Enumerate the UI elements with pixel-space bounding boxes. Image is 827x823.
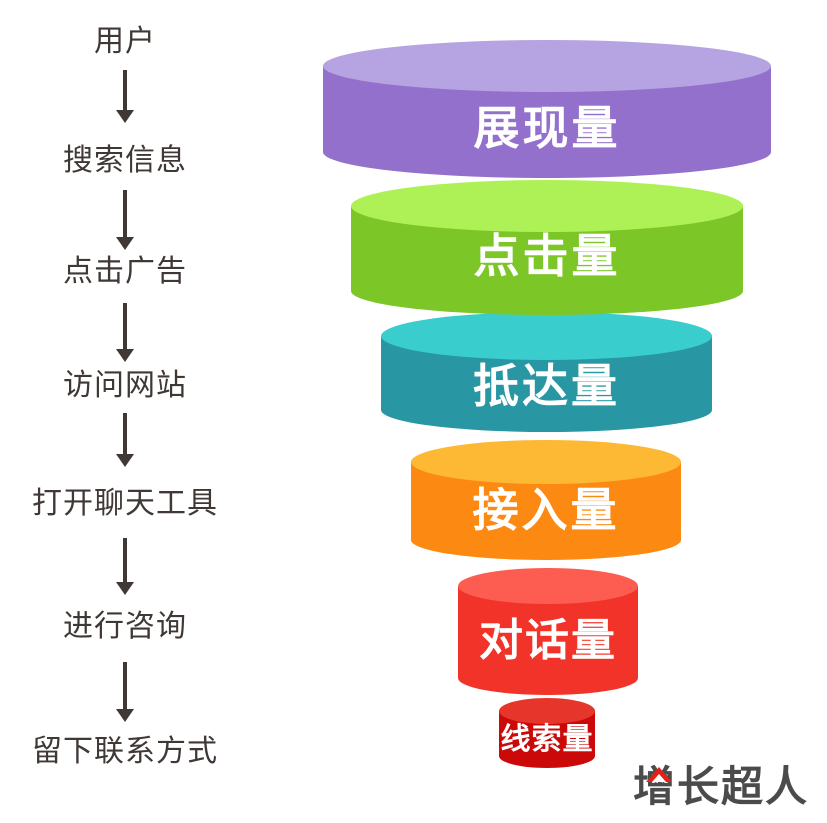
arrow-head xyxy=(116,709,134,722)
arrow-head xyxy=(116,454,134,467)
arrow-stem xyxy=(123,190,127,237)
funnel-label: 展现量 xyxy=(473,102,621,154)
arrow-stem xyxy=(123,303,127,349)
left-flow: 用户 搜索信息 点击广告 访问网站 打开聊天工具 进行咨询 留下 xyxy=(0,0,260,823)
brand-logo: 增长超人 xyxy=(633,764,823,814)
arrow-stem xyxy=(123,70,127,110)
down-arrow-icon xyxy=(0,70,250,123)
arrow-head xyxy=(116,349,134,362)
funnel-segment-sessions: 接入量 xyxy=(411,440,681,560)
cylinder-top xyxy=(351,180,743,232)
step-open-chat-tool: 打开聊天工具 xyxy=(32,487,218,520)
step-search-info: 搜索信息 xyxy=(63,144,187,177)
step-click-ad: 点击广告 xyxy=(63,255,187,288)
funnel-label: 接入量 xyxy=(472,484,620,536)
funnel-segment-conversations: 对话量 xyxy=(458,568,638,695)
down-arrow-icon xyxy=(0,413,250,467)
funnel-label: 线索量 xyxy=(500,723,594,756)
arrow-stem xyxy=(123,662,127,709)
arrow-head xyxy=(116,582,134,595)
roof-inner xyxy=(652,774,666,782)
step-visit-website: 访问网站 xyxy=(63,369,187,402)
cylinder-top xyxy=(381,312,712,360)
funnel-segment-impressions: 展现量 xyxy=(323,40,771,178)
arrow-stem xyxy=(123,538,127,582)
cylinder-body xyxy=(458,586,638,695)
funnel-segment-leads: 线索量 xyxy=(499,698,595,768)
cylinder-top xyxy=(323,40,771,92)
step-leave-contact: 留下联系方式 xyxy=(32,735,218,768)
cylinder-top xyxy=(458,568,638,604)
funnel-segment-clicks: 点击量 xyxy=(351,180,743,315)
arrow-stem xyxy=(123,413,127,454)
funnel-label: 点击量 xyxy=(473,230,621,282)
down-arrow-icon xyxy=(0,303,250,362)
arrow-head xyxy=(116,110,134,123)
funnel-label: 对话量 xyxy=(479,616,617,665)
funnel-segment-arrivals: 抵达量 xyxy=(381,312,712,432)
down-arrow-icon xyxy=(0,538,250,595)
cylinder-top xyxy=(411,440,681,484)
funnel-label: 抵达量 xyxy=(473,360,620,412)
step-user: 用户 xyxy=(94,25,156,58)
down-arrow-icon xyxy=(0,662,250,722)
cylinder-top xyxy=(499,698,595,724)
roof-icon xyxy=(646,767,672,782)
down-arrow-icon xyxy=(0,190,250,250)
arrow-head xyxy=(116,237,134,250)
step-inquiry: 进行咨询 xyxy=(63,610,187,643)
